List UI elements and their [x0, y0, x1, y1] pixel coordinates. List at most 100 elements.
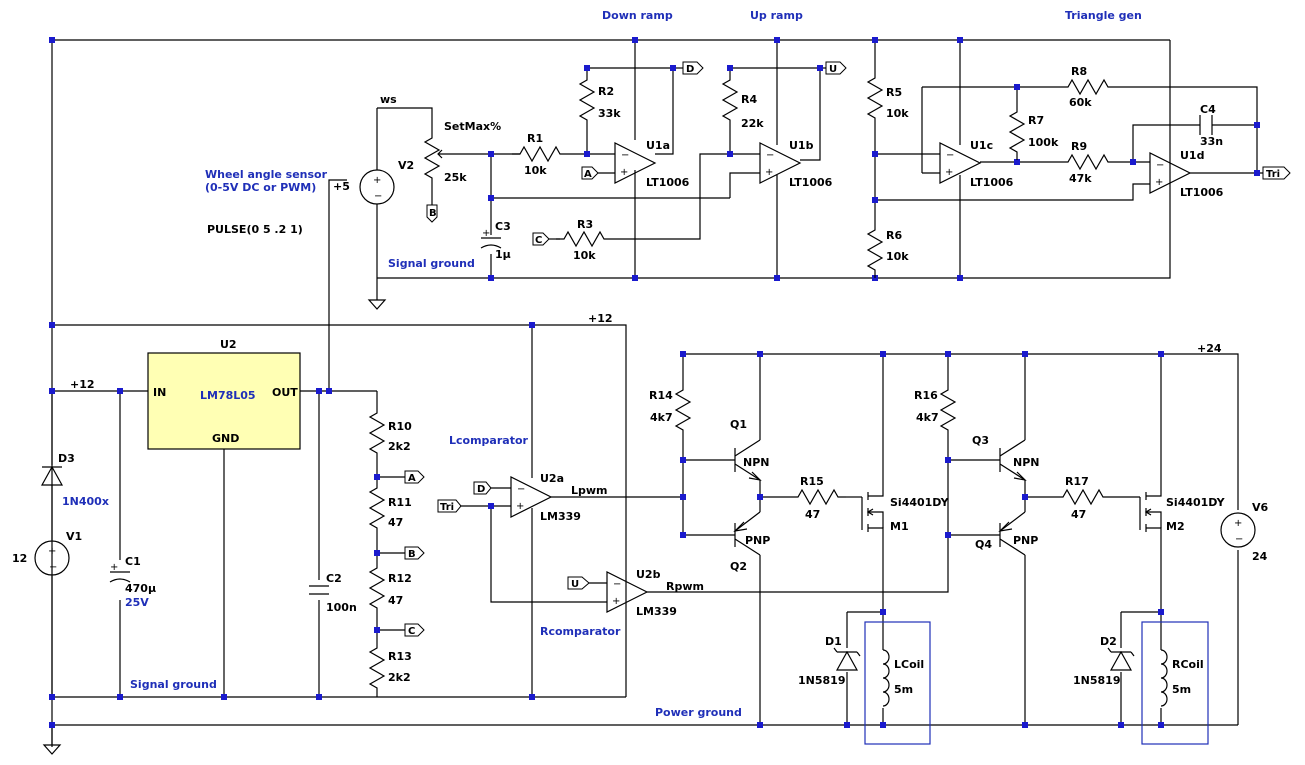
junction-dot — [1022, 494, 1028, 500]
svg-text:1N5819: 1N5819 — [1073, 674, 1120, 687]
flag-a-div: A — [404, 470, 425, 484]
junction-dot — [680, 494, 686, 500]
junction-dot — [1118, 722, 1124, 728]
svg-text:C: C — [535, 235, 542, 246]
svg-text:PULSE(0 5 .2 1): PULSE(0 5 .2 1) — [207, 223, 303, 236]
resistor-r8 — [1059, 79, 1117, 95]
svg-text:33n: 33n — [1200, 135, 1223, 148]
junction-dot — [49, 37, 55, 43]
rcomparator-label: Rcomparator — [540, 625, 621, 638]
svg-text:Q4: Q4 — [975, 538, 992, 551]
svg-text:C4: C4 — [1200, 103, 1216, 116]
junction-dot — [488, 195, 494, 201]
svg-text:R11: R11 — [388, 496, 412, 509]
junction-dot — [374, 550, 380, 556]
svg-text:R13: R13 — [388, 650, 412, 663]
resistor-r4 — [722, 71, 738, 129]
svg-text:LM339: LM339 — [540, 510, 581, 523]
svg-text:A: A — [408, 473, 416, 484]
net-plus5: +5 — [333, 180, 350, 193]
junction-dot — [374, 474, 380, 480]
resistor-r11 — [369, 479, 385, 537]
junction-dot — [680, 351, 686, 357]
resistor-r16 — [940, 381, 956, 439]
svg-text:5m: 5m — [894, 683, 913, 696]
svg-text:LT1006: LT1006 — [970, 176, 1014, 189]
svg-text:+: + — [482, 228, 490, 239]
svg-text:GND: GND — [212, 432, 239, 445]
junction-dot — [632, 37, 638, 43]
diode-d2 — [1107, 647, 1135, 671]
svg-text:LM339: LM339 — [636, 605, 677, 618]
transistor-q4 — [998, 511, 1026, 556]
svg-text:47: 47 — [805, 508, 820, 521]
capacitor-c1: + — [109, 562, 131, 583]
svg-text:10k: 10k — [573, 249, 596, 262]
junction-dot — [945, 351, 951, 357]
junction-dot — [117, 694, 123, 700]
diode-d1 — [833, 647, 861, 671]
junction-dot — [529, 322, 535, 328]
svg-text:10k: 10k — [886, 250, 909, 263]
svg-text:U1c: U1c — [970, 139, 993, 152]
svg-text:33k: 33k — [598, 107, 621, 120]
resistor-r1 — [511, 146, 569, 162]
net-plus24: +24 — [1197, 342, 1222, 355]
svg-text:C1: C1 — [125, 555, 141, 568]
junction-dot — [488, 275, 494, 281]
svg-text:U1b: U1b — [789, 139, 814, 152]
svg-text:R15: R15 — [800, 475, 824, 488]
junction-dot — [1130, 159, 1136, 165]
svg-text:4k7: 4k7 — [916, 411, 939, 424]
flag-b-in: B — [426, 204, 438, 223]
svg-text:Q1: Q1 — [730, 418, 747, 431]
net-rpwm: Rpwm — [666, 580, 704, 593]
junction-dot — [584, 65, 590, 71]
capacitor-c3: + — [480, 228, 502, 249]
svg-text:LCoil: LCoil — [894, 658, 924, 671]
svg-text:U2b: U2b — [636, 568, 661, 581]
svg-text:NPN: NPN — [1013, 456, 1039, 469]
svg-text:LT1006: LT1006 — [1180, 186, 1224, 199]
svg-text:Q3: Q3 — [972, 434, 989, 447]
resistor-r3 — [555, 231, 613, 247]
junction-dot — [757, 494, 763, 500]
svg-text:R3: R3 — [577, 218, 593, 231]
svg-text:D: D — [477, 484, 485, 495]
net-plus12-top: +12 — [588, 312, 613, 325]
resistor-r12 — [369, 559, 385, 617]
junction-dot — [529, 694, 535, 700]
resistor-r5 — [867, 69, 883, 127]
section-triangle-gen: Triangle gen — [1065, 9, 1142, 22]
section-up-ramp: Up ramp — [750, 9, 803, 22]
junction-dots — [49, 37, 1260, 728]
flag-a-in: A — [581, 166, 599, 180]
ground-symbol-signal — [368, 299, 386, 310]
svg-text:47: 47 — [388, 594, 403, 607]
svg-text:U2a: U2a — [540, 472, 564, 485]
junction-dot — [1254, 122, 1260, 128]
svg-text:R2: R2 — [598, 85, 614, 98]
svg-text:D1: D1 — [825, 635, 842, 648]
junction-dot — [326, 388, 332, 394]
junction-dot — [374, 627, 380, 633]
flag-tri-in: Tri — [437, 499, 462, 513]
junction-dot — [945, 532, 951, 538]
svg-text:R10: R10 — [388, 420, 412, 433]
power-ground-label: Power ground — [655, 706, 742, 719]
flag-d-out: D — [682, 61, 704, 75]
junction-dot — [1158, 722, 1164, 728]
svg-text:M2: M2 — [1166, 520, 1185, 533]
junction-dot — [316, 388, 322, 394]
section-down-ramp: Down ramp — [602, 9, 673, 22]
svg-text:R7: R7 — [1028, 114, 1044, 127]
svg-text:C: C — [408, 626, 415, 637]
junction-dot — [1022, 722, 1028, 728]
svg-text:1N400x: 1N400x — [62, 495, 109, 508]
junction-dot — [880, 609, 886, 615]
flag-c-div: C — [404, 623, 425, 637]
net-ws: ws — [380, 93, 397, 106]
svg-text:+: + — [110, 562, 118, 573]
signal-ground-top-label: Signal ground — [388, 257, 475, 270]
